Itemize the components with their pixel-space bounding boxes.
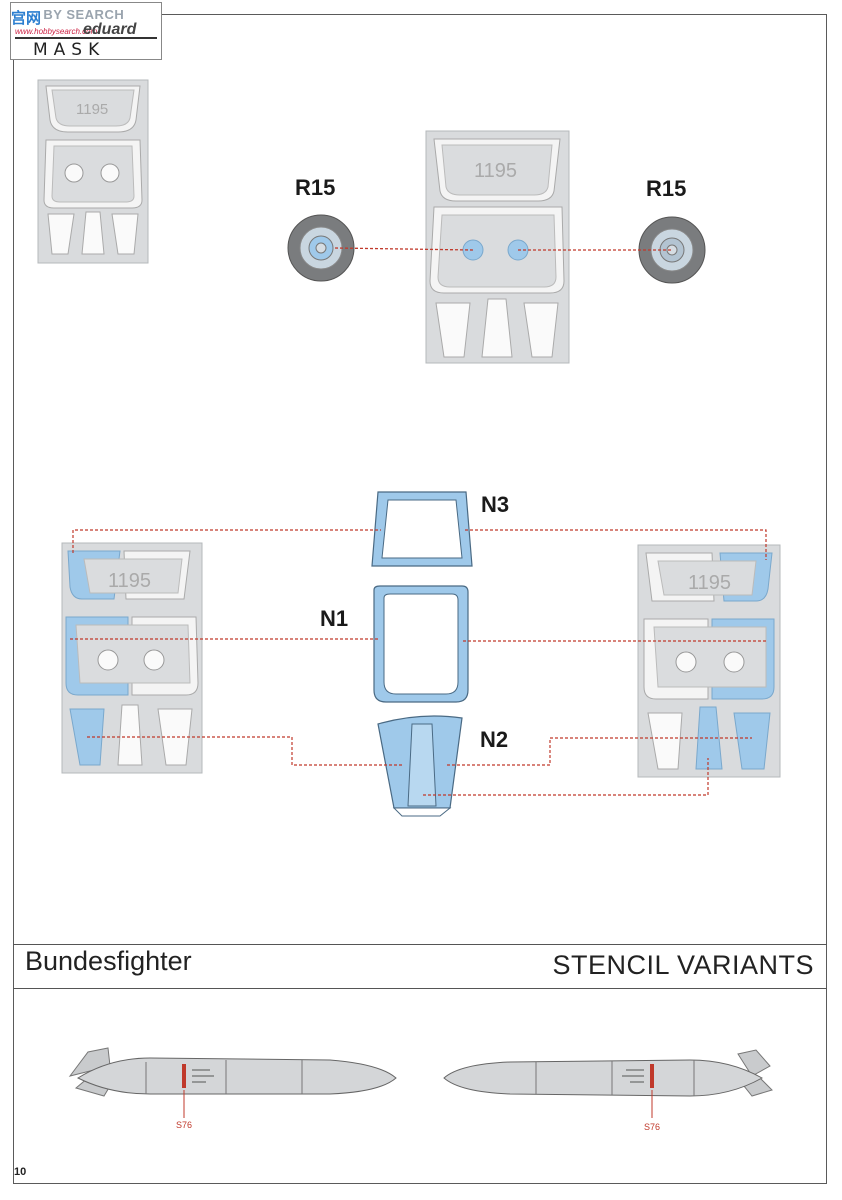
brand-divider — [15, 37, 157, 39]
brand-logo: HOBBY SEARCH 宫网 www.hobbysearch.com edua… — [10, 2, 162, 60]
left-colored-sheet: 1195 — [61, 542, 203, 774]
right-sheet-number: 1195 — [688, 572, 731, 594]
right-colored-sheet: 1195 — [637, 544, 781, 778]
main-sheet-number: 1195 — [474, 160, 517, 182]
canopy-n1 — [373, 585, 469, 703]
label-n2: N2 — [480, 727, 509, 752]
small-mask-sheet: 1195 — [37, 79, 149, 264]
brand-site-cn: 宫网 — [11, 7, 44, 28]
left-sheet-number: 1195 — [108, 570, 151, 592]
drop-tank-left — [68, 1047, 397, 1118]
brand-url: www.hobbysearch.com — [15, 27, 98, 36]
section-divider-bottom — [13, 988, 827, 989]
main-mask-sheet: 1195 — [425, 130, 570, 364]
wheel-left — [287, 214, 355, 282]
canopy-n2 — [377, 715, 463, 817]
section-title-left: Bundesfighter — [25, 946, 192, 976]
hub-mask-left — [462, 239, 484, 261]
canopy-n3 — [371, 491, 473, 567]
stencil-code-left: S76 — [176, 1120, 193, 1130]
page-number: 10 — [14, 1166, 27, 1178]
wheel-right — [638, 216, 706, 284]
page-frame — [13, 14, 827, 1184]
stencil-code-right: S76 — [644, 1122, 661, 1132]
label-n3: N3 — [481, 492, 510, 517]
small-sheet-number: 1195 — [76, 101, 108, 118]
label-r15-left: R15 — [295, 175, 336, 200]
brand-product: MASK — [33, 40, 106, 60]
drop-tank-right — [443, 1049, 773, 1118]
label-r15-right: R15 — [646, 176, 687, 201]
label-n1: N1 — [320, 606, 349, 631]
section-divider-top — [13, 944, 827, 945]
brand-maker: eduard — [83, 21, 137, 38]
section-title-right: STENCIL VARIANTS — [552, 950, 814, 980]
